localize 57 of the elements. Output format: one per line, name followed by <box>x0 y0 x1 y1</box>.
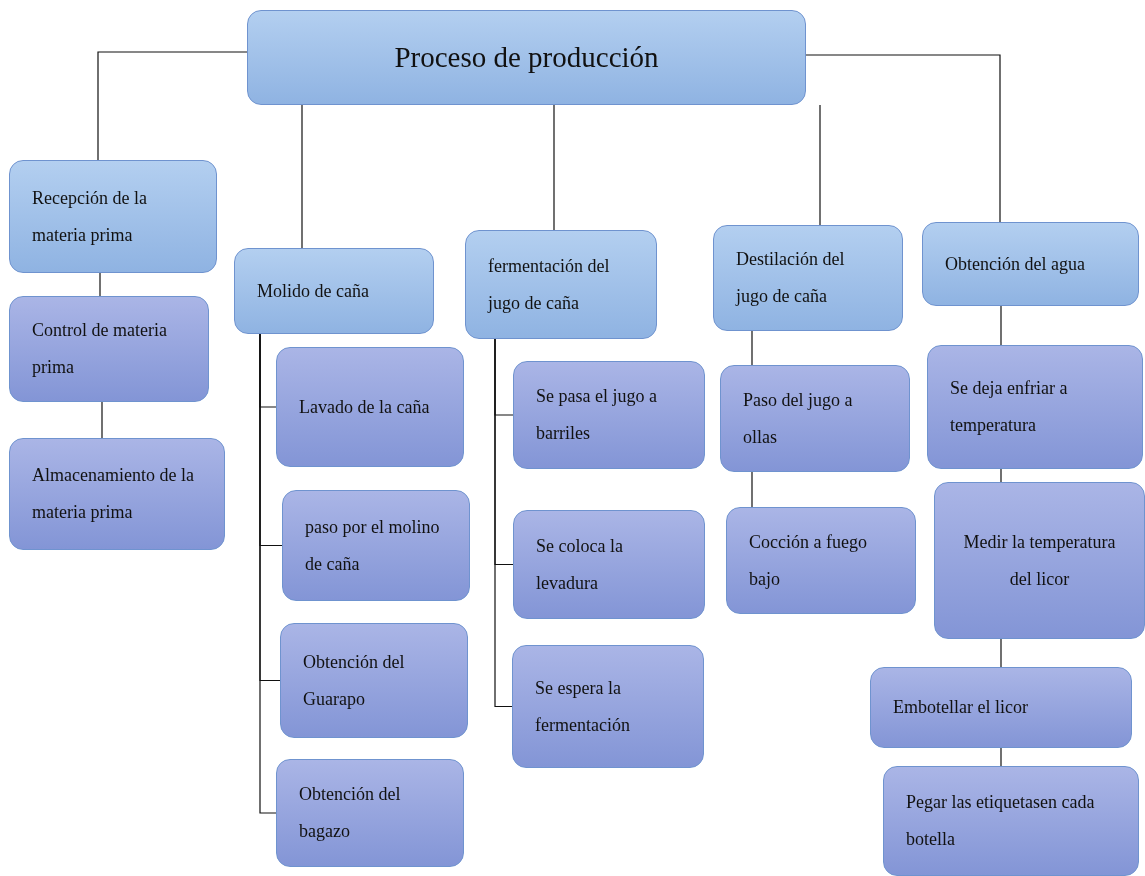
step-text: Cocción a fuego bajo <box>749 530 868 591</box>
process-box <box>713 225 903 331</box>
connector-line <box>259 333 277 814</box>
process-box <box>513 510 705 619</box>
connector-line <box>494 338 513 708</box>
step-text: Se espera la fermentación <box>535 676 631 737</box>
step-text: Paso del jugo a ollas <box>743 388 854 449</box>
step-text: Recepción de la materia prima <box>32 186 148 247</box>
connector-line <box>99 272 101 297</box>
step-text: Proceso de producción <box>394 40 659 75</box>
process-box <box>726 507 916 614</box>
process-box <box>276 347 464 467</box>
step-text: Embotellar el licor <box>893 696 1029 719</box>
connector-line <box>101 401 103 439</box>
connector-line <box>819 104 821 226</box>
connector-line <box>1000 305 1002 346</box>
process-box <box>513 361 705 469</box>
process-box <box>282 490 470 601</box>
connector-line <box>1000 468 1002 483</box>
step-text: Se pasa el jugo a barriles <box>536 385 658 445</box>
process-box <box>922 222 1139 306</box>
process-box <box>9 296 209 402</box>
step-text: Medir la temperatura del licor <box>962 530 1117 591</box>
title-box <box>247 10 806 105</box>
connector-line <box>301 104 303 249</box>
process-box <box>9 160 217 273</box>
connector-line <box>1000 638 1002 668</box>
step-text: Se coloca la levadura <box>536 534 624 595</box>
process-box <box>234 248 434 334</box>
step-text: paso por el molino de caña <box>305 515 441 576</box>
connector-line <box>751 471 753 508</box>
process-box <box>720 365 910 472</box>
process-box <box>934 482 1145 639</box>
step-text: Obtención del agua <box>945 252 1086 276</box>
connector-line <box>751 330 753 366</box>
process-box <box>9 438 225 550</box>
process-box <box>512 645 704 768</box>
connector-line <box>1000 747 1002 767</box>
step-text: Se deja enfriar a temperatura <box>950 377 1069 437</box>
process-box <box>276 759 464 867</box>
step-text: Destilación del jugo de caña <box>736 248 846 308</box>
step-text: Obtención del bagazo <box>299 783 402 843</box>
step-text: Lavado de la caña <box>299 395 431 419</box>
connector-line <box>805 54 1001 223</box>
process-box <box>870 667 1132 748</box>
step-text: Control de materia prima <box>32 319 168 379</box>
step-text: Almacenamiento de la materia prima <box>32 464 195 524</box>
process-box <box>465 230 657 339</box>
step-text: Pegar las etiquetasen cada botella <box>906 791 1096 851</box>
connector-line <box>553 104 555 231</box>
step-text: Molido de caña <box>257 279 370 303</box>
connector-line <box>97 51 248 161</box>
step-text: Obtención del Guarapo <box>303 650 406 711</box>
process-box <box>883 766 1139 876</box>
process-box <box>927 345 1143 469</box>
step-text: fermentación del jugo de caña <box>488 254 611 315</box>
process-box <box>280 623 468 738</box>
